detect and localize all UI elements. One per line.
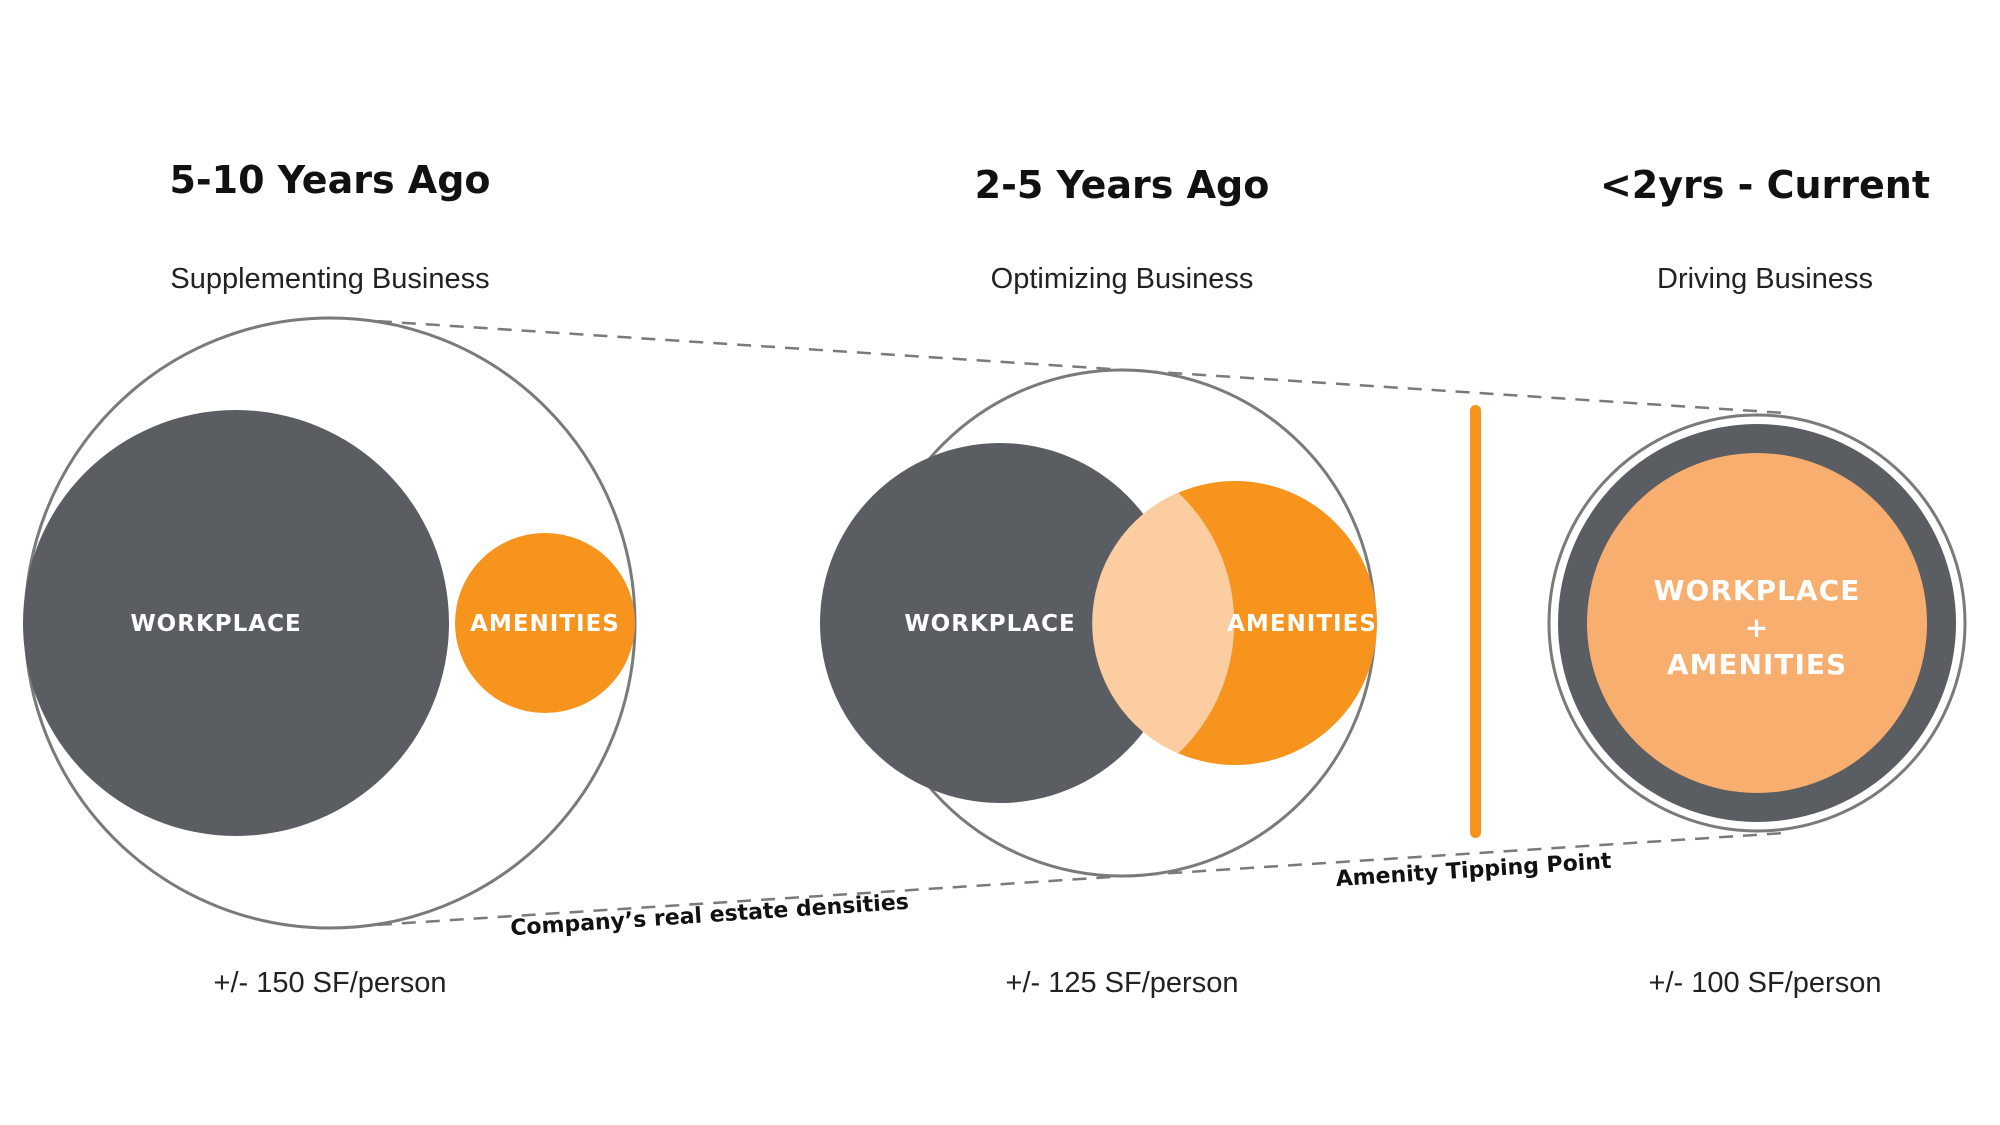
stage-1-density: +/- 150 SF/person [214, 967, 447, 999]
stage-1-title: 5-10 Years Ago [169, 158, 490, 202]
stage-2-density: +/- 125 SF/person [1006, 967, 1239, 999]
stage-1-amenities-circle [455, 533, 635, 713]
stage-3-subtitle: Driving Business [1657, 263, 1873, 295]
stage-1-workplace-label: WORKPLACE [130, 611, 301, 637]
stage-3-combined-label-line1: WORKPLACE [1654, 574, 1861, 607]
stage-3-diagram: WORKPLACE + AMENITIES [1547, 413, 1967, 833]
stage-2-subtitle: Optimizing Business [991, 263, 1254, 295]
tipping-point-annotation: Amenity Tipping Point [1335, 849, 1613, 892]
stage-3-title: <2yrs - Current [1600, 163, 1930, 207]
stage-3-combined-label-line2: + [1745, 611, 1769, 644]
stage-2-title: 2-5 Years Ago [975, 163, 1270, 207]
density-line-annotation: Company’s real estate densities [510, 890, 910, 941]
stage-2-workplace-circle [820, 443, 1180, 803]
stage-2-amenities-label: AMENITIES [1227, 611, 1377, 637]
stage-3-combined-label-line3: AMENITIES [1667, 648, 1847, 681]
stage-1-amenities-label: AMENITIES [470, 611, 620, 637]
stage-2-overlap-region [1092, 492, 1235, 754]
stage-1-diagram: WORKPLACE AMENITIES [23, 316, 637, 930]
stage-2-diagram: WORKPLACE AMENITIES [820, 368, 1377, 878]
stage-1-subtitle: Supplementing Business [170, 263, 489, 295]
stage-1-workplace-circle [23, 410, 449, 836]
density-trend-top-line [329, 316, 1786, 415]
amenity-tipping-point-bar [1470, 405, 1481, 838]
stage-3-density: +/- 100 SF/person [1649, 967, 1882, 999]
stage-3-combined-circle [1587, 453, 1927, 793]
stage-2-workplace-label: WORKPLACE [904, 611, 1075, 637]
density-trend-bottom-line [329, 831, 1786, 930]
